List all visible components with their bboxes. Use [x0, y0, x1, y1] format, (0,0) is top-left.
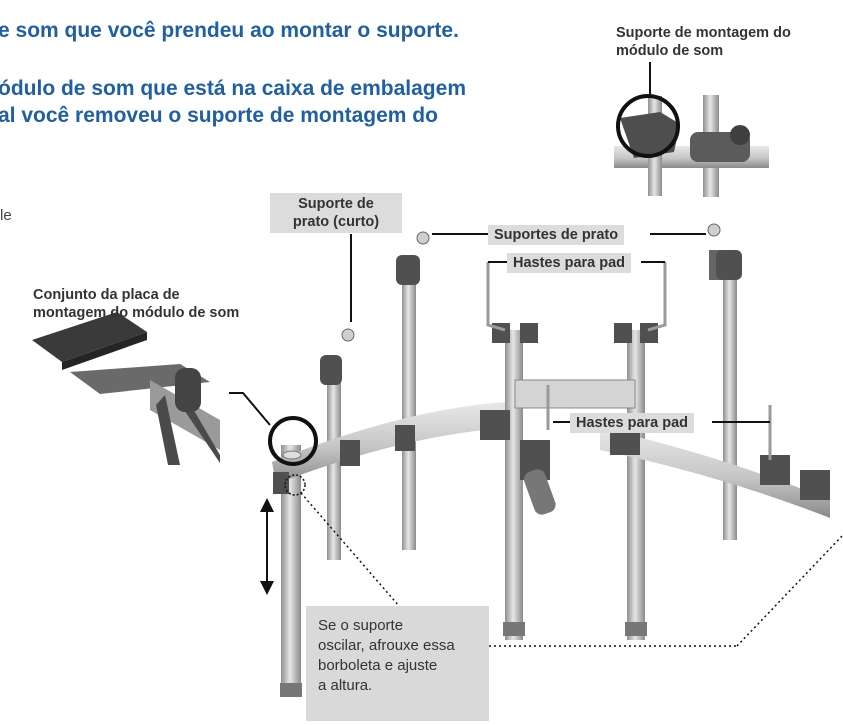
pad-rods-top-label: Hastes para pad: [507, 253, 632, 273]
pad-rods-right-label: Hastes para pad: [570, 413, 695, 433]
mount-plate-assembly-label: Conjunto da placa de montagem do módulo …: [33, 287, 240, 321]
adjustment-note: Se o suporte oscilar, afrouxe essa borbo…: [306, 606, 489, 721]
inset-mount-view: [614, 62, 769, 197]
cymbal-tips: [341, 223, 721, 342]
pad-rods: [486, 262, 772, 460]
curved-bars: [272, 379, 830, 518]
body-fragment: le: [0, 207, 12, 224]
instruction-line-1: e som que você prendeu ao montar o supor…: [0, 19, 459, 42]
clamps: [273, 250, 830, 500]
cymbal-holders-label: Suportes de prato: [488, 225, 625, 245]
wingnut-dotted-circle: [284, 474, 306, 496]
leader-lines: [350, 233, 770, 423]
sound-module-mount-label: Suporte de montagem do módulo de som: [616, 25, 791, 59]
pole-top-highlight-circle: [268, 416, 318, 466]
cymbal-holder-short-label: Suporte de prato (curto): [270, 193, 402, 233]
instruction-line-2: ódulo de som que está na caixa de embala…: [0, 77, 466, 100]
dotted-pointers: [300, 492, 843, 647]
inset-plate-assembly: [32, 312, 271, 465]
inset-highlight-circle: [616, 94, 680, 158]
height-adjust-arrow: [260, 498, 274, 595]
instruction-line-3: al você removeu o suporte de montagem do: [0, 104, 438, 127]
